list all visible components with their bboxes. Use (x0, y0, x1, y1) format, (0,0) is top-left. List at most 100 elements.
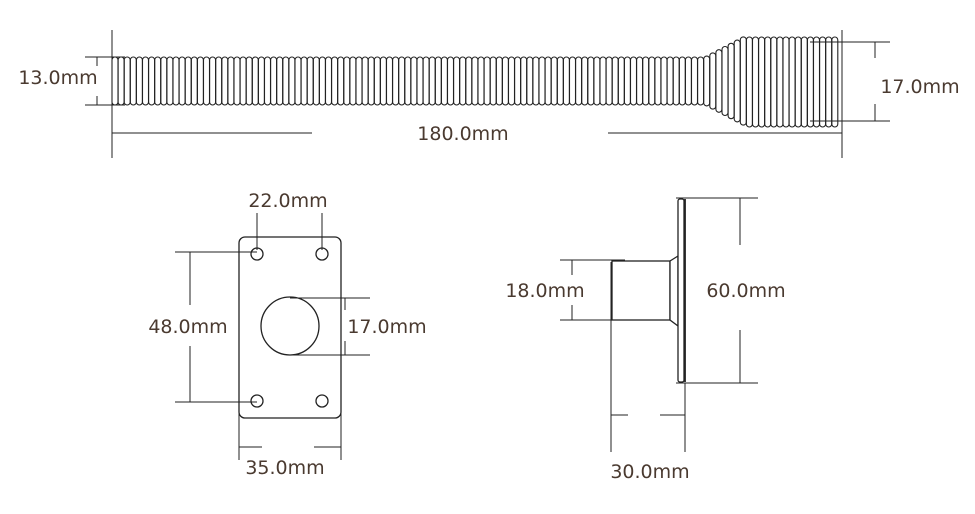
coil-segment (831, 36, 839, 128)
coil-segment (196, 56, 204, 106)
coil-segment (166, 56, 174, 106)
coil-segment (251, 56, 259, 106)
coil-segment (581, 56, 589, 106)
gooseneck-dimensions (85, 30, 890, 158)
base-plate (238, 236, 342, 419)
coil-segment (276, 56, 284, 106)
gooseneck-coils (111, 36, 839, 128)
coil-segment (660, 56, 668, 106)
coil-segment (648, 56, 656, 106)
hole-spacing-horizontal-label: 22.0mm (248, 190, 327, 212)
coil-segment (337, 56, 345, 106)
coil-segment (514, 56, 522, 106)
coil-segment (459, 56, 467, 106)
coil-segment (190, 56, 198, 106)
coil-segment (465, 56, 473, 106)
coil-segment (575, 56, 583, 106)
coil-segment (776, 36, 784, 128)
side-view-dimensions (560, 197, 758, 452)
coil-segment (825, 36, 833, 128)
coil-segment (751, 36, 760, 128)
coil-segment (331, 56, 339, 106)
thin-diameter-label: 13.0mm (18, 67, 97, 89)
coil-segment (532, 56, 540, 106)
coil-segment (270, 56, 278, 106)
coil-segment (678, 56, 686, 106)
coil-segment (123, 56, 131, 106)
coil-segment (794, 36, 802, 128)
plate-width-label: 35.0mm (245, 457, 324, 479)
coil-segment (593, 56, 601, 106)
coil-segment (471, 56, 479, 106)
center-hole (260, 296, 320, 356)
coil-segment (629, 56, 638, 106)
coil-segment (428, 56, 436, 106)
coil-segment (434, 56, 442, 106)
length-label: 180.0mm (417, 123, 508, 145)
coil-segment (410, 56, 418, 106)
coil-segment (349, 56, 357, 106)
coil-segment (819, 36, 827, 128)
coil-segment (587, 56, 595, 106)
coil-segment (318, 56, 326, 106)
coil-segment (636, 56, 644, 106)
coil-segment (141, 56, 150, 106)
coil-segment (215, 56, 223, 106)
coil-segment (599, 56, 607, 106)
coil-segment (623, 56, 631, 106)
coil-segment (398, 56, 406, 106)
coil-segment (684, 56, 692, 106)
coil-segment (160, 56, 168, 106)
coil-segment (233, 56, 241, 106)
hole-spacing-vertical-label: 48.0mm (148, 316, 227, 338)
base-plate-dimensions (175, 213, 370, 460)
coil-segment (611, 56, 619, 106)
coil-segment (221, 56, 229, 106)
center-hole-diameter-label: 17.0mm (347, 316, 426, 338)
coil-segment (227, 56, 235, 106)
tube-diameter-label: 18.0mm (505, 280, 584, 302)
coil-segment (135, 56, 143, 106)
coil-segment (788, 36, 796, 128)
coil-segment (373, 56, 381, 106)
coil-segment (526, 56, 534, 106)
coil-segment (733, 39, 741, 123)
mount-hole (250, 394, 264, 408)
coil-segment (697, 56, 705, 106)
coil-segment (507, 56, 516, 106)
coil-segment (154, 56, 162, 106)
coil-segment (758, 36, 766, 128)
coil-segment (263, 56, 272, 106)
coil-segment (202, 56, 211, 106)
coil-segment (312, 56, 320, 106)
coil-segment (422, 56, 430, 106)
coil-segment (379, 56, 387, 106)
coil-segment (806, 36, 814, 128)
coil-segment (764, 36, 772, 128)
coil-segment (721, 45, 729, 117)
coil-segment (239, 56, 247, 106)
coil-segment (690, 56, 699, 106)
coil-segment (477, 56, 485, 106)
coil-segment (703, 55, 711, 107)
coil-segment (654, 56, 662, 106)
coil-segment (617, 56, 625, 106)
coil-segment (745, 36, 753, 128)
coil-segment (172, 56, 180, 106)
coil-segment (556, 56, 564, 106)
coil-segment (184, 56, 192, 106)
coil-segment (257, 56, 265, 106)
coil-segment (489, 56, 497, 106)
coil-segment (306, 56, 314, 106)
coil-segment (446, 56, 455, 106)
coil-segment (404, 56, 412, 106)
coil-segment (117, 56, 125, 106)
coil-segment (605, 56, 613, 106)
coil-segment (727, 42, 735, 120)
coil-segment (416, 56, 424, 106)
flange-diameter-label: 60.0mm (706, 280, 785, 302)
coil-segment (770, 36, 778, 128)
coil-segment (483, 56, 491, 106)
coil-segment (324, 56, 333, 106)
